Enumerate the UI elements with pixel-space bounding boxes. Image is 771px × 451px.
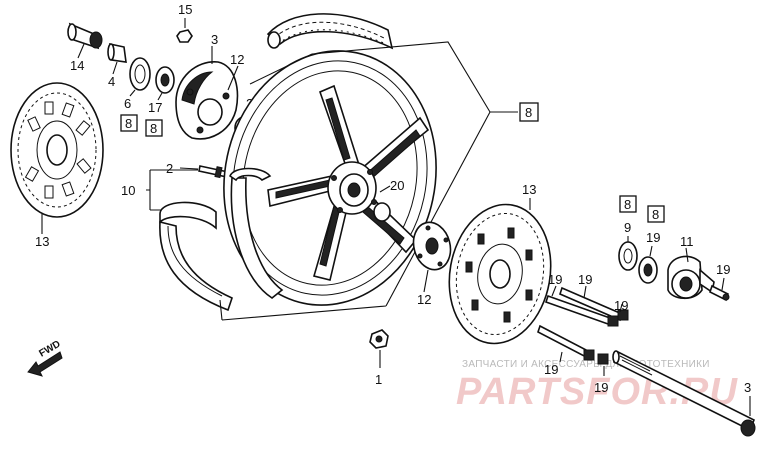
callout-16: 17 <box>148 100 162 115</box>
callout-11: 11 <box>680 234 694 249</box>
ref-8-c: 8 <box>624 197 631 212</box>
callout-2: 2 <box>166 161 173 176</box>
callout-10: 10 <box>121 183 135 198</box>
callout-20-hub: 20 <box>390 178 404 193</box>
callout-15: 15 <box>178 2 192 17</box>
ref-box-8-a <box>120 114 138 132</box>
callout-3: 3 <box>744 380 751 395</box>
nut-15-part <box>176 29 193 43</box>
right-brake-disc <box>448 203 552 345</box>
ref-box-8-c <box>619 195 637 213</box>
tube-part <box>159 201 233 312</box>
bearing-left-part <box>155 66 175 94</box>
ref-8-wheel: 8 <box>525 105 532 120</box>
hub-cover-part <box>175 61 239 140</box>
damper-plate-part <box>412 221 452 271</box>
oil-seal-part <box>129 57 151 91</box>
callout-5: 3 <box>211 32 218 47</box>
ref-box-8-wheel <box>519 102 539 122</box>
fwd-arrow-icon <box>27 351 63 377</box>
left-brake-disc <box>10 82 104 218</box>
callout-4: 4 <box>108 74 115 89</box>
callout-12-upper: 12 <box>230 52 244 67</box>
callout-12-lower: 12 <box>417 292 431 307</box>
callout-19-c: 19 <box>614 298 628 313</box>
ref-8-b: 8 <box>150 121 157 136</box>
ref-8-a: 8 <box>125 116 132 131</box>
collar-part <box>107 42 127 63</box>
watermark-text: ЗАПЧАСТИ И АКСЕССУАРЫ ДЛЯ МОТОТЕХНИКИ <box>462 359 710 370</box>
callout-17: 19 <box>646 230 660 245</box>
axle-spacer-part <box>67 22 103 50</box>
ref-box-8-d <box>647 205 665 223</box>
axle-part <box>612 350 756 437</box>
ref-box-8-b <box>145 119 163 137</box>
callout-19-e: 19 <box>594 380 608 395</box>
callout-13-left: 13 <box>35 234 49 249</box>
nut-1-part <box>369 329 389 349</box>
callout-13-right: 13 <box>522 182 536 197</box>
callout-1: 1 <box>375 372 382 387</box>
callout-19-d: 19 <box>544 362 558 377</box>
callout-9: 9 <box>624 220 631 235</box>
callout-7: 6 <box>124 96 131 111</box>
screw-18-part <box>709 284 730 302</box>
callout-18: 19 <box>716 262 730 277</box>
callout-19-b: 19 <box>578 272 592 287</box>
bearing-right-part <box>638 256 658 284</box>
tire-upper-part <box>266 13 394 50</box>
oil-seal-right-part <box>618 241 638 271</box>
bolts-19-part <box>537 286 629 365</box>
ref-8-d: 8 <box>652 207 659 222</box>
speedometer-gearbox-part <box>667 255 715 300</box>
callout-14: 14 <box>70 58 84 73</box>
callout-19-a: 19 <box>548 272 562 287</box>
wheel-rim-part <box>223 50 437 306</box>
